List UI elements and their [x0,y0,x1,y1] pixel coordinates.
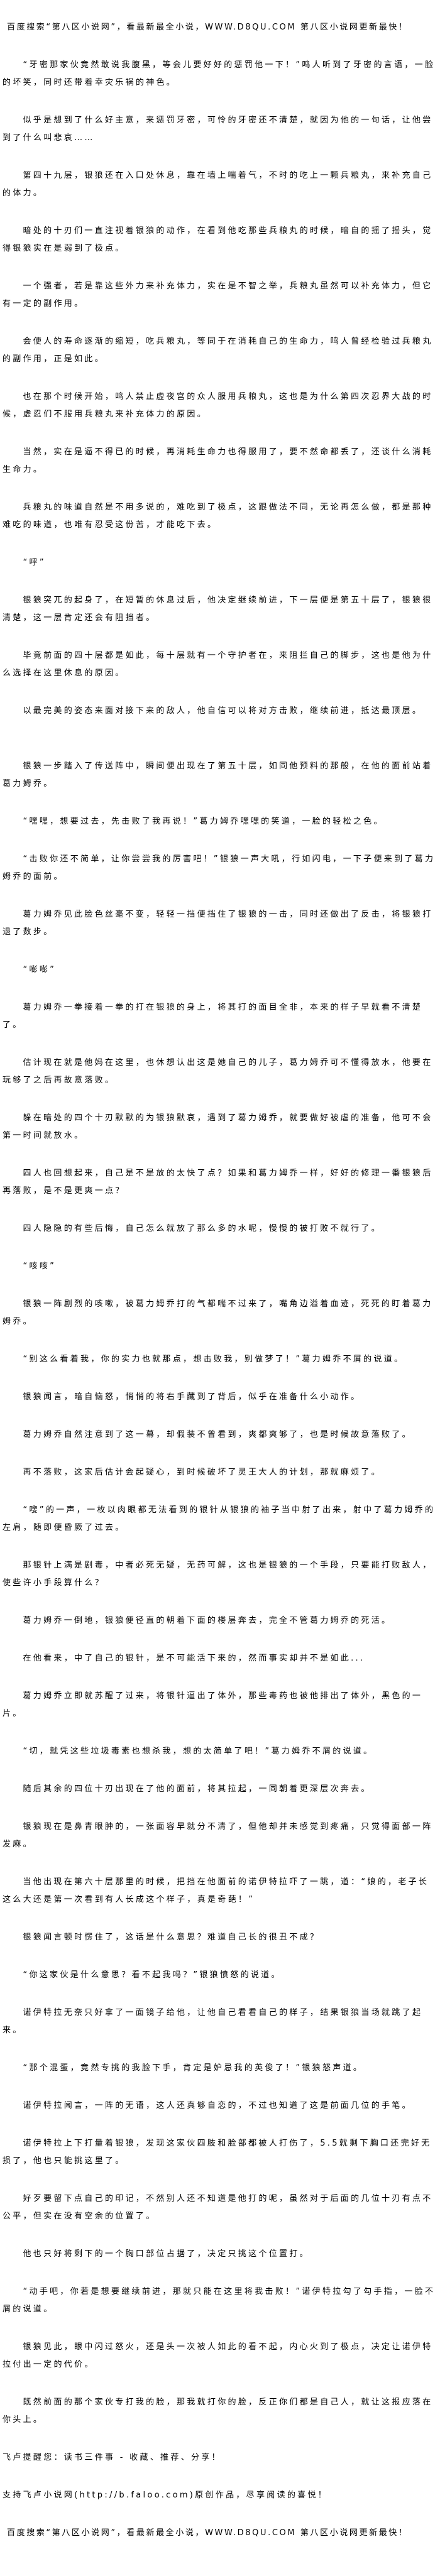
paragraph: 银狼闻言顿时愣住了，这话是什么意思？难道自己长的很丑不成？ [23,1933,321,1942]
paragraph: 诺伊特拉闻言，一阵的无语，这人还真够自恋的，不过也知道了这是前面几位的手笔。 [23,2101,412,2110]
paragraph: 银狼一阵剧烈的咳嗽，被葛力姆乔打的气都喘不过来了，嘴角边溢着血迹，死死的盯着葛力… [3,1299,433,1326]
paragraph: 银狼现在是鼻青眼肿的，一张面容早就分不清了，但他却并未感觉到疼痛，只觉得面部一阵… [3,1822,433,1849]
paragraph: “别这么看着我，你的实力也就那点，想击败我，别做梦了！”葛力姆乔不屑的说道。 [23,1355,405,1364]
paragraph: 银狼见此，眼中闪过怒火，还是头一次被人如此的看不起，内心火到了极点，决定让诺伊特… [3,2342,433,2369]
paragraph: 当然，实在是逼不得已的时候，再消耗生命力也得服用了，要不然命都丢了，还谈什么消耗… [3,447,433,474]
paragraph: 第四十九层，银狼还在入口处休息，靠在墙上喘着气，不时的吃上一颗兵粮丸，来补充自己… [3,171,433,198]
paragraph: 当他出现在第六十层那里的时候，把挡在他面前的诺伊特拉吓了一跳，道：“娘的，老子长… [3,1877,429,1904]
paragraph: 葛力姆乔一拳接着一拳的打在银狼的身上，将其打的面目全非，本来的样子早就看不清楚了… [3,1003,423,1030]
paragraph: 那银针上满是剧毒，中者必死无疑，无药可解，这也是银狼的一个手段，只要能打败敌人，… [3,1561,433,1588]
footer-site-banner: 百度搜索“第八区小说网”，看最新最全小说，WWW.D8QU.COM 第八区小说网… [7,2528,409,2538]
paragraph: 诺伊特拉无奈只好拿了一面镜子给他，让他自己看看自己的样子，结果银狼当场就跳了起来… [3,2008,423,2035]
paragraph: 葛力姆乔立即就苏醒了过来，将银针逼出了体外，那些毒药也被他排出了体外，黑色的一片… [3,1691,423,1718]
paragraph: “呼” [23,558,46,567]
paragraph: 在他看来，中了自己的银针，是不可能活下来的，然而事实却并不是如此... [23,1654,365,1663]
paragraph: “嘿嘿，想要过去，先击败了我再说！”葛力姆乔嘿嘿的笑道，一脸的轻松之色。 [23,817,384,826]
paragraph: 既然前面的那个家伙专打我的脸，那我就打你的脸，反正你们都是自己人，就让这报应落在… [3,2398,433,2425]
paragraph: “那个混蛋，竟然专挑的我脸下手，肯定是妒忌我的英俊了！”银狼怒声道。 [23,2063,364,2073]
paragraph: 好歹要留下点自己的印记，不然别人还不知道是他打的呢，虽然对于后面的几位十刃有点不… [3,2194,433,2221]
paragraph: “嗖”的一声，一枚以肉眼都无法看到的银针从银狼的袖子当中射了出来，射中了葛力姆乔… [3,1505,436,1532]
paragraph: 以最完美的姿态来面对接下来的敌人，他自信可以将对方击败，继续前进，抵达最顶层。 [23,706,423,716]
paragraph: 会使人的寿命逐渐的缩短，吃兵粮丸，等同于在消耗自己的生命力，鸣人曾经检验过兵粮丸… [3,337,433,364]
footer-support-note: 支持飞卢小说网(http://b.faloo.com)原创作品，尽享阅读的喜悦！ [3,2491,329,2500]
paragraph: 四人隐隐的有些后悔，自己怎么就放了那么多的水呢，慢慢的被打败不就行了。 [23,1224,382,1233]
paragraph: 毕竟前面的四十层都是如此，每十层就有一个守护者在，来阻拦自己的脚步，这也是他为什… [3,651,433,678]
paragraph: 银狼突兀的起身了，在短暂的休息过后，他决定继续前进，下一层便是第五十层了，银狼很… [3,596,433,623]
paragraph: “切，就凭这些垃圾毒素也想杀我，想的太简单了吧！”葛力姆乔不屑的说道。 [23,1747,374,1756]
paragraph: 躲在暗处的四个十刃默默的为银狼默哀，遇到了葛力姆乔，就要做好被虐的准备，他可不会… [3,1113,433,1140]
paragraph: 一个强者，若是靠这些外力来补充体力，实在是不智之举，兵粮丸虽然可以补充体力，但它… [3,281,433,308]
paragraph: “动手吧，你若是想要继续前进，那就只能在这里将我击败！”诺伊特拉勾了勾手指，一脸… [3,2287,436,2314]
footer-reminder: 飞卢提醒您：读书三件事 - 收藏、推荐、分享！ [3,2453,222,2462]
paragraph: “击败你还不简单，让你尝尝我的厉害吧！”银狼一声大吼，行如闪电，一下子便来到了葛… [3,854,436,881]
paragraph: 银狼一步踏入了传送阵中，瞬间便出现在了第五十层，如同他预料的那般，在他的面前站着… [3,761,433,789]
header-site-banner: 百度搜索“第八区小说网”，看最新最全小说，WWW.D8QU.COM 第八区小说网… [7,23,409,32]
paragraph: “嘭嘭” [23,965,57,974]
paragraph: 也在那个时候开始，鸣人禁止虚夜宫的众人服用兵粮丸，这也是为什么第四次忍界大战的时… [3,392,433,419]
paragraph: 银狼闻言，暗自恼怒，悄悄的将右手藏到了背后，似乎在准备什么小动作。 [23,1392,361,1402]
paragraph: 兵粮丸的味道自然是不用多说的，难吃到了极点，这跟做法不同，无论再怎么做，都是那种… [3,503,433,530]
paragraph: 暗处的十刃们一直注视着银狼的动作，在看到他吃那些兵粮丸的时候，暗自的摇了摇头，觉… [3,226,433,253]
paragraph: 葛力姆乔自然注意到了这一幕，却假装不曾看到，爽都爽够了，也是时候故意落败了。 [23,1430,412,1439]
paragraph: 四人也回想起来，自己是不是放的太快了点？如果和葛力姆乔一样，好好的修理一番银狼后… [3,1169,433,1196]
paragraph: “你这家伙是什么意思？看不起我吗？”银狼愤怒的说道。 [23,1970,282,1980]
paragraph: 似乎是想到了什么好主意，来惩罚牙密，可怜的牙密还不清楚，就因为他的一句话，让他尝… [3,116,433,143]
paragraph: 再不落败，这家后估计会起疑心，到时候破坏了灵王大人的计划，那就麻烦了。 [23,1468,382,1477]
paragraph: 随后其余的四位十刃出现在了他的面前，将其拉起，一同朝着更深层次奔去。 [23,1784,371,1794]
paragraph: “牙密那家伙竟然敢说我腹黑，等会儿要好好的惩罚他一下！”鸣人听到了牙密的言语，一… [3,60,436,87]
paragraph: “咳咳” [23,1262,57,1271]
paragraph: 诺伊特拉上下打量着银狼，发现这家伙四肢和脸部都被人打伤了，5.5就剩下胸口还完好… [3,2139,432,2166]
paragraph: 葛力姆乔见此脸色丝毫不变，轻轻一挡便挡住了银狼的一击，同时还做出了反击，将银狼打… [3,910,433,937]
paragraph: 估计现在就是他妈在这里，也休想认出这是她自己的儿子，葛力姆乔可不懂得放水，他要在… [3,1058,433,1085]
paragraph: 葛力姆乔一倒地，银狼便径直的朝着下面的楼层奔去，完全不管葛力姆乔的死活。 [23,1616,392,1625]
chapter-body: “牙密那家伙竟然敢说我腹黑，等会儿要好好的惩罚他一下！”鸣人听到了牙密的言语，一… [3,57,437,2429]
paragraph: 他也只好将剩下的一个胸口部位占据了，决定只挑这个位置打。 [23,2249,310,2259]
